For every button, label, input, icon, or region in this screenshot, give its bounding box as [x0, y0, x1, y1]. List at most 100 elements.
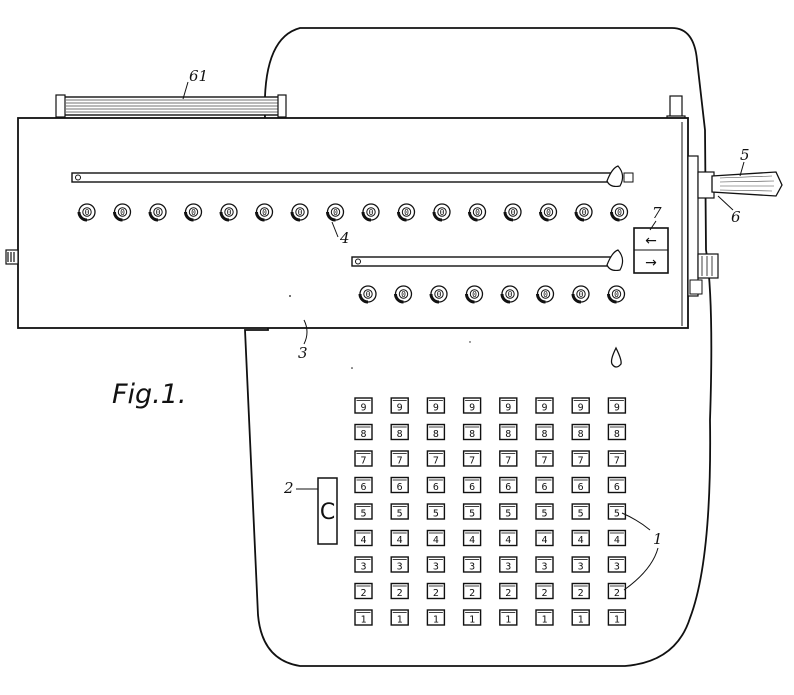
- key-label: 4: [397, 535, 403, 546]
- dial-digit: 0: [614, 290, 619, 299]
- upper-dial: 0: [503, 203, 522, 222]
- dial-digit: 0: [227, 208, 232, 217]
- key-7[interactable]: 7: [571, 450, 590, 467]
- key-3[interactable]: 3: [354, 556, 373, 573]
- key-1[interactable]: 1: [390, 609, 409, 626]
- key-6[interactable]: 6: [426, 476, 446, 494]
- key-8[interactable]: 8: [571, 423, 590, 441]
- key-8[interactable]: 8: [499, 423, 518, 441]
- key-7[interactable]: 7: [426, 450, 446, 467]
- dial-digit: 0: [401, 290, 406, 299]
- key-3[interactable]: 3: [535, 556, 554, 573]
- dial-digit: 0: [511, 208, 516, 217]
- key-1[interactable]: 1: [571, 609, 590, 626]
- key-7[interactable]: 7: [499, 450, 518, 467]
- key-9[interactable]: 9: [354, 397, 373, 414]
- key-5[interactable]: 5: [571, 503, 590, 520]
- key-1[interactable]: 1: [462, 609, 482, 626]
- ref-3: 3: [298, 344, 308, 362]
- key-9[interactable]: 9: [499, 397, 518, 414]
- dial-digit: 0: [404, 208, 409, 217]
- key-9[interactable]: 9: [462, 397, 482, 414]
- key-label: 2: [614, 588, 620, 599]
- key-label: 5: [614, 509, 620, 520]
- key-label: 4: [469, 535, 475, 546]
- key-3[interactable]: 3: [607, 556, 627, 573]
- key-4[interactable]: 4: [607, 529, 627, 547]
- key-1[interactable]: 1: [354, 609, 373, 626]
- key-6[interactable]: 6: [499, 476, 518, 494]
- key-9[interactable]: 9: [535, 397, 554, 414]
- key-3[interactable]: 3: [426, 556, 446, 573]
- dial-digit: 0: [546, 208, 551, 217]
- ref-1: 1: [653, 530, 663, 548]
- key-4[interactable]: 4: [390, 529, 409, 547]
- key-5[interactable]: 5: [354, 503, 373, 520]
- key-6[interactable]: 6: [462, 476, 482, 494]
- key-5[interactable]: 5: [462, 503, 482, 520]
- key-7[interactable]: 7: [535, 450, 554, 467]
- key-4[interactable]: 4: [499, 529, 518, 547]
- left-knob[interactable]: [5, 249, 19, 265]
- key-8[interactable]: 8: [462, 423, 482, 441]
- right-arrow-icon: →: [645, 255, 657, 271]
- key-6[interactable]: 6: [535, 476, 554, 494]
- direction-switch[interactable]: ← →: [633, 227, 669, 274]
- lower-dial: 0: [536, 285, 555, 304]
- key-2[interactable]: 2: [607, 582, 627, 600]
- key-4[interactable]: 4: [426, 529, 446, 547]
- clear-key[interactable]: C: [317, 477, 338, 545]
- key-1[interactable]: 1: [499, 609, 518, 626]
- key-label: 2: [433, 588, 439, 599]
- key-label: 7: [397, 456, 403, 467]
- key-1[interactable]: 1: [607, 609, 627, 626]
- key-2[interactable]: 2: [499, 582, 518, 600]
- key-7[interactable]: 7: [607, 450, 627, 467]
- key-5[interactable]: 5: [607, 503, 627, 520]
- key-3[interactable]: 3: [462, 556, 482, 573]
- key-8[interactable]: 8: [426, 423, 446, 441]
- carriage-rod-hatching: [66, 99, 278, 113]
- key-4[interactable]: 4: [354, 529, 373, 547]
- key-7[interactable]: 7: [354, 450, 373, 467]
- ref-6: 6: [731, 208, 741, 226]
- key-2[interactable]: 2: [390, 582, 409, 600]
- key-4[interactable]: 4: [571, 529, 590, 547]
- key-6[interactable]: 6: [390, 476, 409, 494]
- key-6[interactable]: 6: [571, 476, 590, 494]
- key-9[interactable]: 9: [571, 397, 590, 414]
- lower-dial: 0: [358, 285, 377, 304]
- key-2[interactable]: 2: [426, 582, 446, 600]
- key-label: 7: [433, 456, 439, 467]
- key-8[interactable]: 8: [354, 423, 373, 441]
- key-4[interactable]: 4: [462, 529, 482, 547]
- key-2[interactable]: 2: [354, 582, 373, 600]
- key-3[interactable]: 3: [390, 556, 409, 573]
- key-5[interactable]: 5: [499, 503, 518, 520]
- key-label: 8: [360, 429, 366, 440]
- key-6[interactable]: 6: [607, 476, 627, 494]
- key-5[interactable]: 5: [426, 503, 446, 520]
- key-2[interactable]: 2: [571, 582, 590, 600]
- key-1[interactable]: 1: [426, 609, 446, 626]
- key-4[interactable]: 4: [535, 529, 554, 547]
- key-9[interactable]: 9: [607, 397, 627, 414]
- key-5[interactable]: 5: [390, 503, 409, 520]
- key-8[interactable]: 8: [535, 423, 554, 441]
- key-7[interactable]: 7: [390, 450, 409, 467]
- key-8[interactable]: 8: [607, 423, 627, 441]
- key-7[interactable]: 7: [462, 450, 482, 467]
- key-9[interactable]: 9: [426, 397, 446, 414]
- key-2[interactable]: 2: [462, 582, 482, 600]
- key-3[interactable]: 3: [571, 556, 590, 573]
- key-8[interactable]: 8: [390, 423, 409, 441]
- key-9[interactable]: 9: [390, 397, 409, 414]
- dial-digit: 0: [156, 208, 161, 217]
- key-5[interactable]: 5: [535, 503, 554, 520]
- key-3[interactable]: 3: [499, 556, 518, 573]
- key-6[interactable]: 6: [354, 476, 373, 494]
- crank-mechanism[interactable]: [687, 155, 783, 297]
- key-2[interactable]: 2: [535, 582, 554, 600]
- key-1[interactable]: 1: [535, 609, 554, 626]
